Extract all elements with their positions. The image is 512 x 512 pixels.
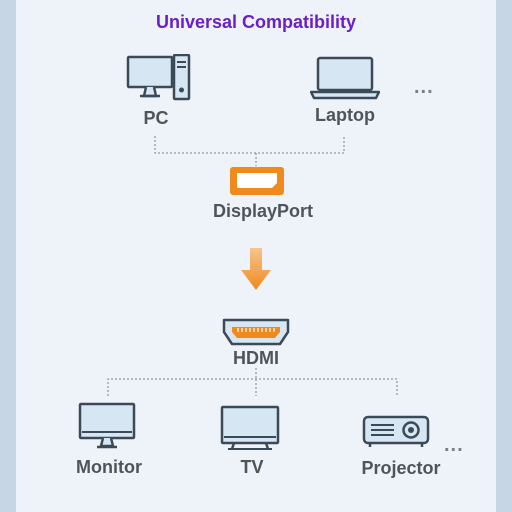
hdmi-port-icon (222, 318, 290, 346)
down-arrow-icon (241, 248, 271, 290)
output-label-monitor: Monitor (76, 457, 142, 477)
more-outputs-ellipsis: ... (444, 434, 464, 456)
source-connector (154, 136, 345, 154)
source-label-pc: PC (143, 108, 169, 128)
output-connector (107, 378, 398, 396)
source-label-laptop: Laptop (315, 105, 375, 125)
desktop-pc-icon (126, 54, 191, 101)
more-sources-ellipsis: ... (414, 76, 434, 98)
page-title: Universal Compatibility (155, 12, 357, 32)
projector-icon (362, 415, 430, 447)
input-port-label: DisplayPort (212, 201, 314, 221)
output-label-tv: TV (240, 457, 264, 477)
tv-icon (220, 405, 280, 450)
laptop-icon (310, 56, 380, 100)
displayport-icon (230, 167, 284, 195)
monitor-icon (78, 402, 136, 449)
output-label-projector: Projector (361, 458, 441, 478)
output-port-label: HDMI (233, 348, 279, 368)
